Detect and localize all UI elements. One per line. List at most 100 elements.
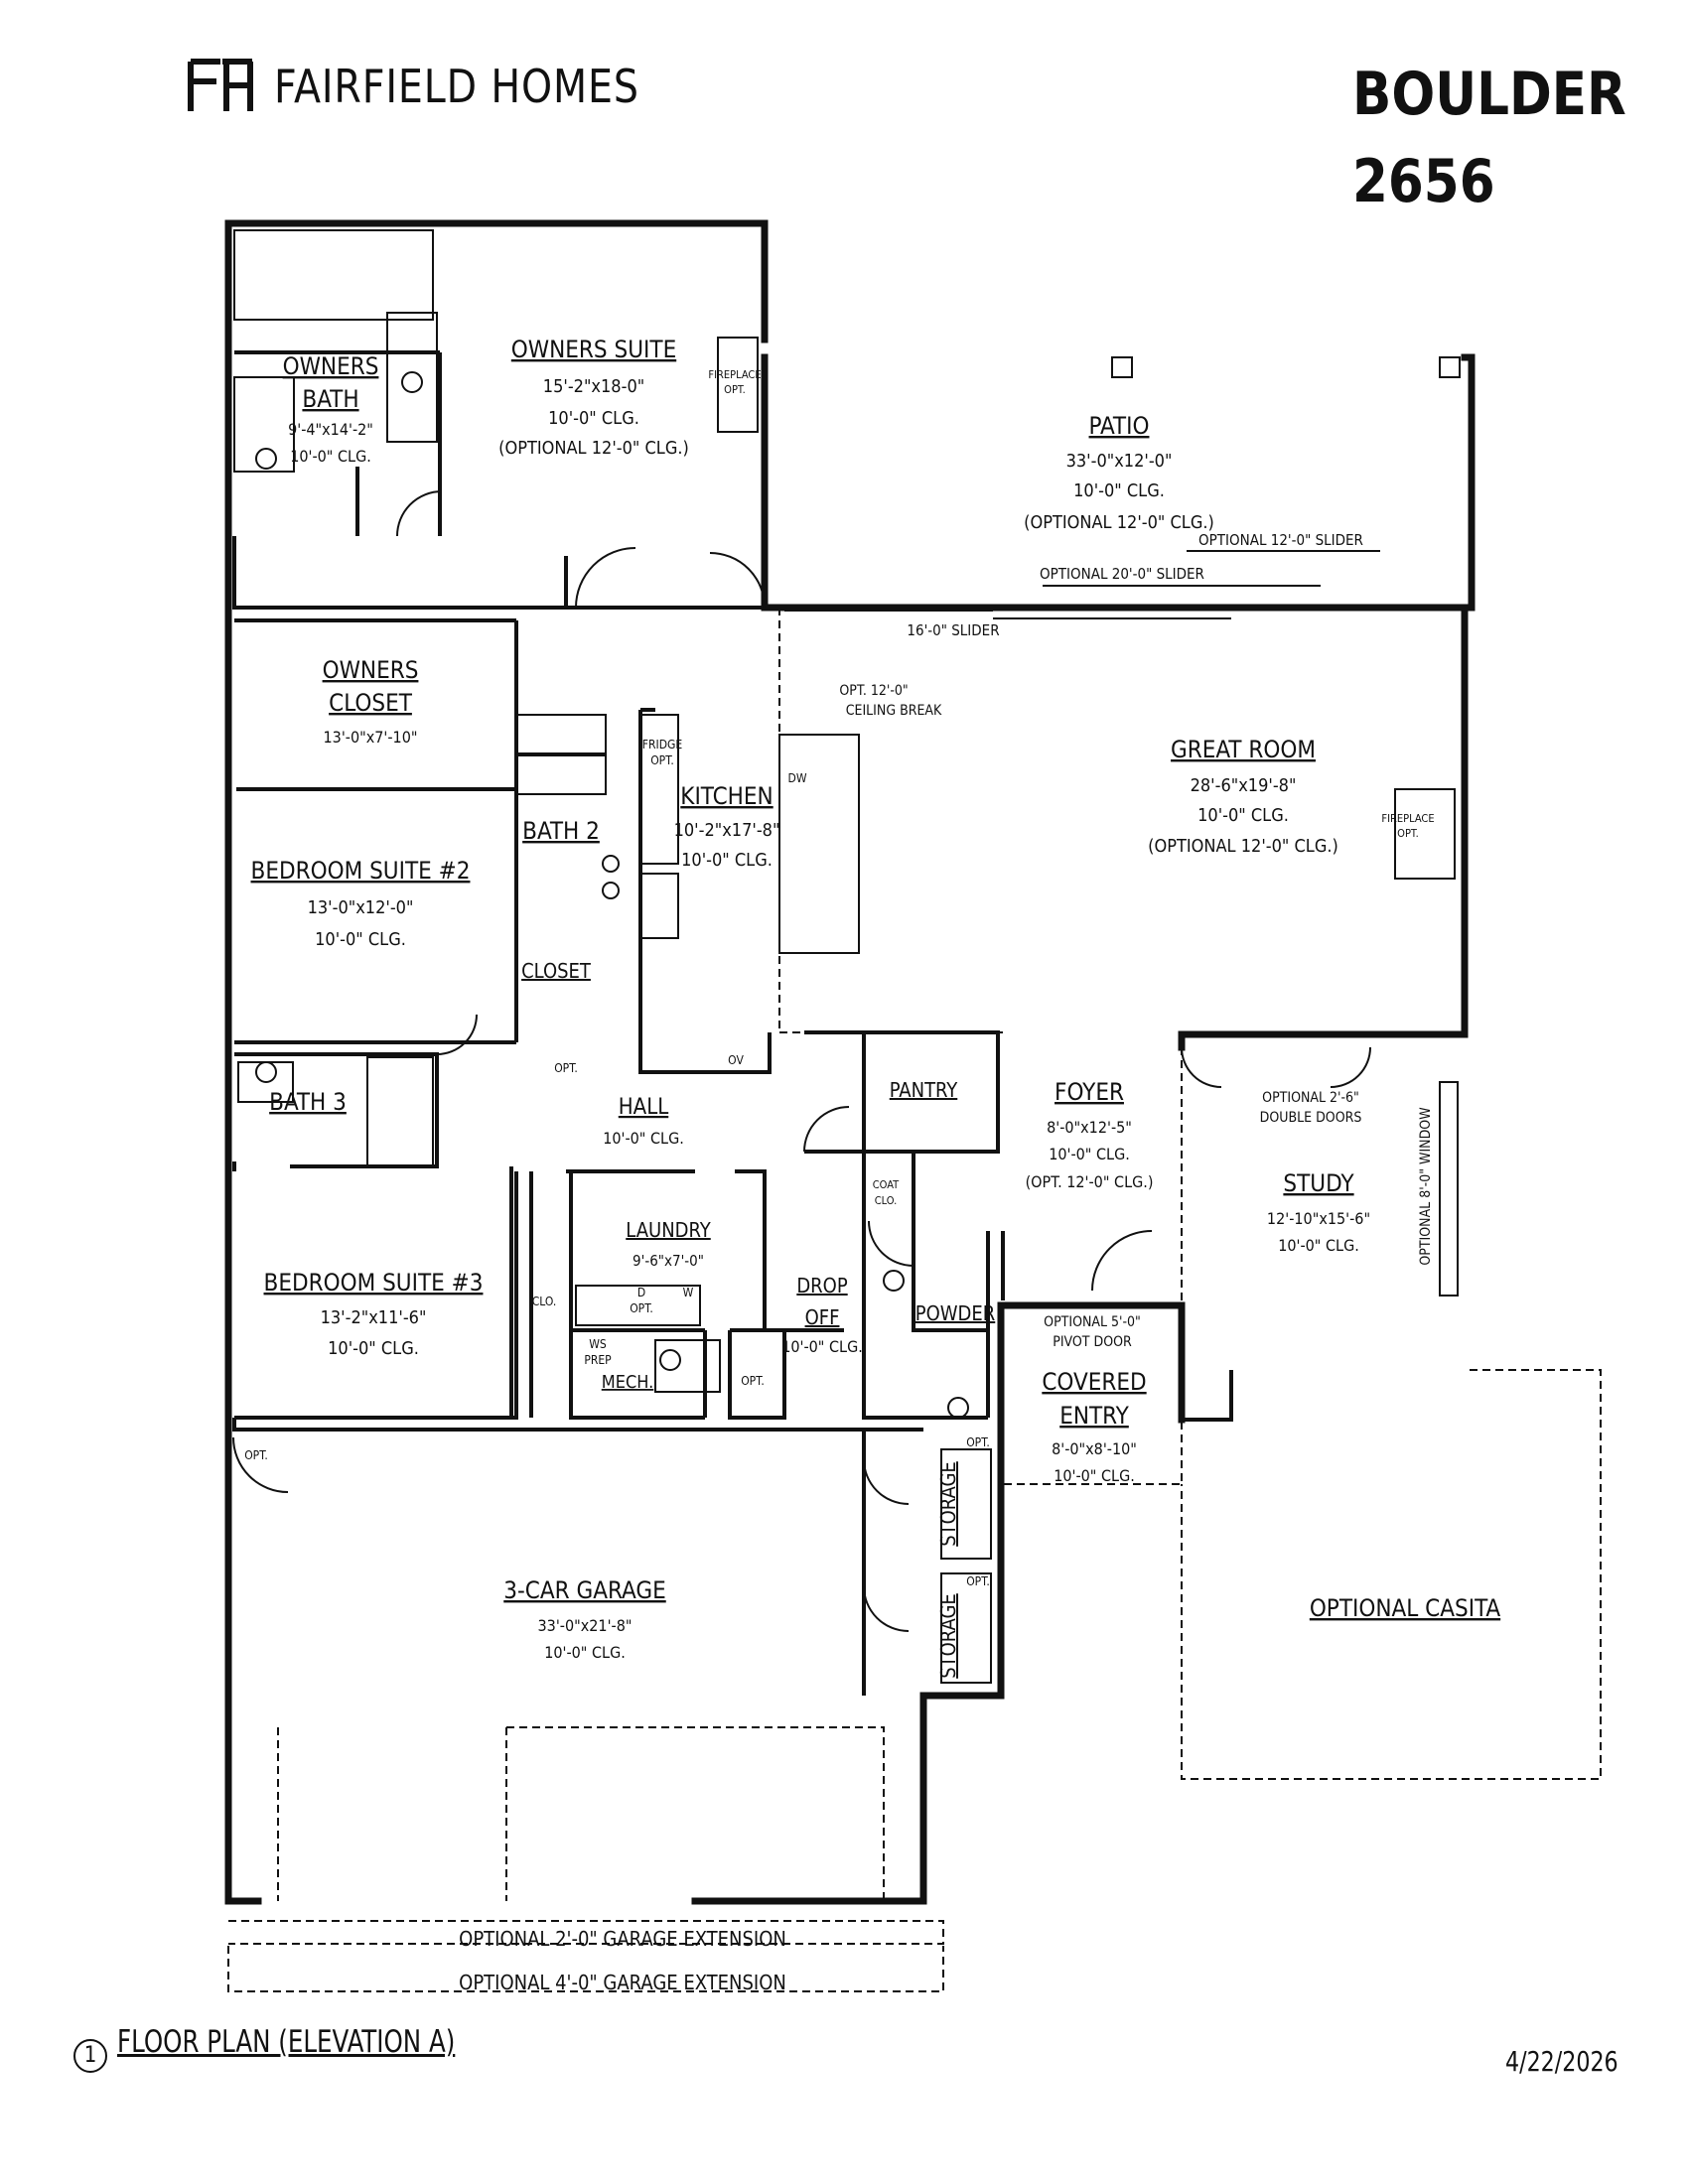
ceiling-break-line2: CEILING BREAK — [846, 703, 942, 719]
laundry-w: W — [683, 1286, 694, 1299]
patio-opt: (OPTIONAL 12'-0" CLG.) — [1024, 512, 1214, 533]
bedroom3-clg: 10'-0" CLG. — [328, 1338, 419, 1359]
hall-clg: 10'-0" CLG. — [603, 1129, 684, 1148]
foyer-dim: 8'-0"x12'-5" — [1047, 1118, 1132, 1137]
storage1-name: STORAGE — [936, 1461, 960, 1547]
mech-ws2: PREP — [584, 1353, 612, 1367]
laundry-name: LAUNDRY — [626, 1218, 711, 1242]
pantry-name: PANTRY — [890, 1078, 959, 1102]
door-swings — [232, 490, 1371, 1632]
garage-ext4: OPTIONAL 4'-0" GARAGE EXTENSION — [459, 1971, 786, 1994]
drop-off-name1: DROP — [796, 1274, 848, 1297]
bath2-name: BATH 2 — [522, 817, 600, 845]
covered-entry-dim: 8'-0"x8'-10" — [1052, 1439, 1137, 1458]
study-clg: 10'-0" CLG. — [1278, 1236, 1359, 1255]
laundry-opt: OPT. — [630, 1301, 653, 1315]
kitchen-fridge1: FRIDGE — [642, 738, 683, 751]
storage2-opt: OPT. — [966, 1574, 990, 1588]
bedroom2-name: BEDROOM SUITE #2 — [251, 857, 471, 885]
owners-bath-name1: OWNERS — [283, 352, 379, 380]
owners-bath-dim: 9'-4"x14'-2" — [288, 420, 373, 439]
study-window: OPTIONAL 8'-0" WINDOW — [1418, 1107, 1434, 1266]
covered-entry-name2: ENTRY — [1059, 1402, 1129, 1430]
bedroom3-dim: 13'-2"x11'-6" — [321, 1307, 427, 1328]
great-room-dim: 28'-6"x19'-8" — [1191, 775, 1297, 796]
fairfield-logo-icon — [188, 59, 253, 111]
study-name: STUDY — [1283, 1169, 1354, 1197]
owners-suite-dim: 15'-2"x18-0" — [543, 376, 644, 397]
hall-name: HALL — [619, 1095, 668, 1120]
great-room-opt: (OPTIONAL 12'-0" CLG.) — [1148, 836, 1338, 857]
bedroom2-clg: 10'-0" CLG. — [315, 929, 406, 950]
exterior-walls — [224, 219, 1476, 1905]
garage-name: 3-CAR GARAGE — [503, 1576, 665, 1604]
bedroom2-dim: 13'-0"x12'-0" — [308, 897, 414, 918]
owners-suite-name: OWNERS SUITE — [511, 336, 676, 363]
owners-bath-name2: BATH — [302, 385, 358, 413]
foyer-opt: (OPT. 12'-0" CLG.) — [1026, 1172, 1154, 1191]
covered-entry-name1: COVERED — [1042, 1368, 1146, 1396]
patio-dim: 33'-0"x12'-0" — [1066, 451, 1173, 472]
powder-pivot2: PIVOT DOOR — [1053, 1334, 1132, 1350]
foyer-name: FOYER — [1055, 1078, 1124, 1106]
bedroom3-clo: CLO. — [532, 1295, 557, 1308]
kitchen-fridge2: OPT. — [650, 753, 674, 767]
owners-bath-clg: 10'-0" CLG. — [290, 447, 371, 466]
powder-pivot1: OPTIONAL 5'-0" — [1044, 1314, 1141, 1330]
casita-name: OPTIONAL CASITA — [1310, 1594, 1501, 1622]
kitchen-dim: 10'-2"x17'-8" — [674, 820, 780, 841]
plan-number: 2656 — [1352, 147, 1495, 216]
owners-closet-name1: OWNERS — [323, 656, 419, 684]
covered-entry-clg: 10'-0" CLG. — [1054, 1466, 1135, 1485]
closet-name: CLOSET — [521, 959, 592, 983]
garage-opt: OPT. — [244, 1448, 268, 1462]
hall-opt: OPT. — [554, 1061, 578, 1075]
owners-suite-clg: 10'-0" CLG. — [548, 408, 639, 429]
garage-clg: 10'-0" CLG. — [544, 1643, 626, 1662]
pantry-coat1: COAT — [873, 1178, 900, 1191]
ceiling-break-line1: OPT. 12'-0" — [839, 683, 908, 699]
slider-lines — [784, 550, 1380, 619]
powder-name: POWDER — [915, 1301, 996, 1325]
mech-ws1: WS — [589, 1337, 607, 1351]
room-labels: OWNERS BATH 9'-4"x14'-2" 10'-0" CLG. OWN… — [244, 336, 1500, 1994]
patio-slider20: OPTIONAL 20'-0" SLIDER — [1040, 565, 1204, 583]
brand-logo: FAIRFIELD HOMES — [187, 58, 699, 115]
owners-suite-fireplace1: FIREPLACE — [708, 368, 761, 381]
great-room-clg: 10'-0" CLG. — [1197, 805, 1289, 826]
garage-ext2: OPTIONAL 2'-0" GARAGE EXTENSION — [459, 1927, 786, 1951]
kitchen-clg: 10'-0" CLG. — [681, 850, 773, 871]
kitchen-dw: DW — [788, 771, 807, 785]
great-room-fireplace2: OPT. — [1397, 827, 1419, 840]
laundry-d: D — [637, 1286, 645, 1299]
drop-off-opt: OPT. — [741, 1374, 765, 1388]
plan-name: BOULDER — [1352, 60, 1626, 129]
storage1-opt: OPT. — [966, 1435, 990, 1449]
drop-off-name2: OFF — [805, 1305, 840, 1329]
patio-clg: 10'-0" CLG. — [1073, 480, 1165, 501]
storage2-name: STORAGE — [936, 1593, 960, 1679]
owners-suite-opt: (OPTIONAL 12'-0" CLG.) — [498, 438, 689, 459]
brand-name: FAIRFIELD HOMES — [274, 60, 639, 113]
study-doors1: OPTIONAL 2'-6" — [1262, 1090, 1359, 1106]
kitchen-ov: OV — [728, 1053, 744, 1067]
patio-slider16: 16'-0" SLIDER — [907, 621, 999, 639]
kitchen-name: KITCHEN — [680, 782, 773, 810]
study-dim: 12'-10"x15'-6" — [1267, 1209, 1370, 1228]
laundry-dim: 9'-6"x7'-0" — [633, 1252, 704, 1270]
study-doors2: DOUBLE DOORS — [1260, 1110, 1362, 1126]
patio-slider12: OPTIONAL 12'-0" SLIDER — [1198, 531, 1363, 549]
owners-suite-fireplace2: OPT. — [724, 383, 746, 396]
interior-walls — [232, 350, 1233, 1696]
garage-dim: 33'-0"x21'-8" — [538, 1616, 633, 1635]
patio-name: PATIO — [1089, 412, 1150, 440]
great-room-name: GREAT ROOM — [1171, 736, 1316, 763]
owners-closet-dim: 13'-0"x7'-10" — [324, 728, 418, 747]
drawing-number: 1 — [73, 2039, 107, 2073]
bath3-name: BATH 3 — [269, 1088, 347, 1116]
drop-off-clg: 10'-0" CLG. — [781, 1337, 863, 1356]
bedroom3-name: BEDROOM SUITE #3 — [264, 1269, 484, 1297]
drawing-date: 4/22/2026 — [1505, 2045, 1618, 2078]
drawing-title: FLOOR PLAN (ELEVATION A) — [117, 2024, 456, 2060]
